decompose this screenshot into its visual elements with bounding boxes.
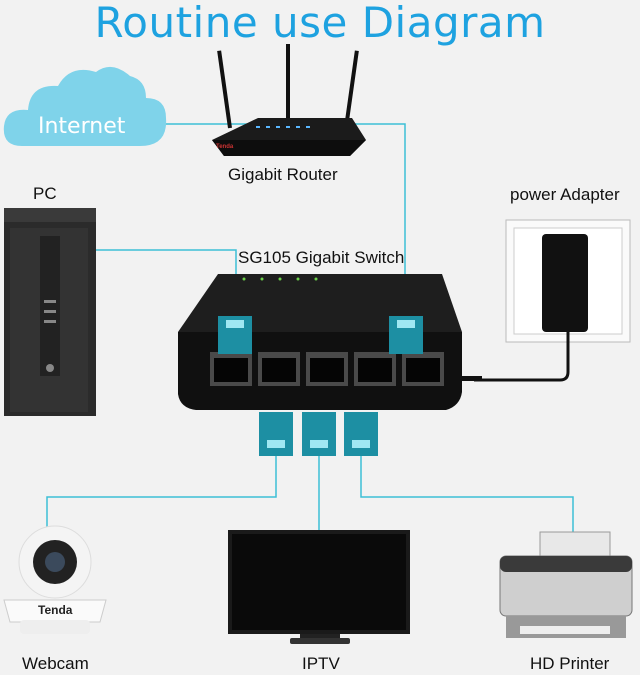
internet-label: Internet bbox=[38, 114, 126, 139]
pc-tower bbox=[4, 208, 96, 416]
printer-label: HD Printer bbox=[530, 654, 610, 673]
switch-plugs-top bbox=[218, 316, 423, 354]
connection-lines bbox=[46, 123, 574, 533]
line-switch-webcam bbox=[46, 455, 277, 528]
iptv-label: IPTV bbox=[302, 654, 340, 673]
webcam-device bbox=[3, 525, 107, 634]
webcam-label: Webcam bbox=[22, 654, 89, 673]
line-switch-printer bbox=[360, 455, 574, 533]
power-adapter-label: power Adapter bbox=[510, 185, 620, 204]
diagram-title: Routine use Diagram bbox=[94, 0, 546, 47]
pc-label: PC bbox=[33, 184, 57, 203]
webcam-brand-text: Tenda bbox=[38, 603, 73, 617]
switch-label: SG105 Gigabit Switch bbox=[238, 248, 405, 267]
power-adapter bbox=[474, 219, 631, 382]
switch-plugs-bottom bbox=[259, 412, 378, 456]
printer-device bbox=[499, 531, 633, 638]
router-brand-text: Tenda bbox=[216, 144, 234, 150]
router-device bbox=[212, 44, 366, 156]
router-label: Gigabit Router bbox=[228, 165, 338, 184]
internet-cloud bbox=[3, 66, 167, 146]
iptv-device bbox=[228, 530, 410, 644]
line-internet-router-switch bbox=[160, 123, 406, 316]
